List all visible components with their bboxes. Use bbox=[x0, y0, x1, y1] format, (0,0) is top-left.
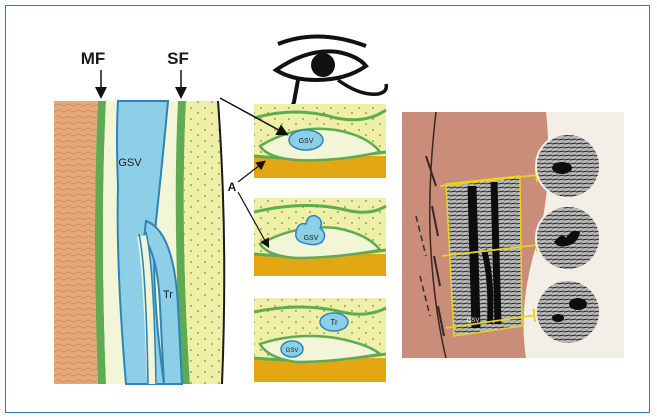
cross-section-panel-1: GSV bbox=[254, 104, 386, 178]
figure-canvas: GSV Tr MF SF GSV GSV bbox=[6, 6, 651, 414]
transverse-scan-1 bbox=[536, 134, 600, 198]
cross-section-panel-3: Tr GSV bbox=[254, 298, 386, 382]
panel3-tr-label: Tr bbox=[330, 318, 338, 327]
tr-label: Tr bbox=[163, 289, 173, 301]
mf-label: MF bbox=[81, 49, 106, 68]
cross-section-panel-2: GSV bbox=[254, 198, 386, 276]
subcutaneous-fat bbox=[184, 101, 225, 384]
figure-frame: GSV Tr MF SF GSV GSV bbox=[5, 5, 650, 413]
ultrasound-longitudinal: GSV bbox=[446, 176, 522, 336]
leg-photo: GSV bbox=[402, 112, 624, 358]
panel2-gsv-label: GSV bbox=[304, 235, 319, 242]
gsv-label: GSV bbox=[118, 157, 142, 169]
eye-icon bbox=[276, 36, 386, 108]
panel1-gsv-label: GSV bbox=[299, 138, 314, 145]
muscle-layer bbox=[54, 101, 98, 384]
longitudinal-section: GSV Tr MF SF bbox=[54, 49, 224, 384]
panel3-gsv-label: GSV bbox=[286, 348, 299, 354]
a-label: A bbox=[228, 180, 237, 194]
transverse-scan-3 bbox=[536, 280, 600, 344]
transverse-scan-2 bbox=[536, 206, 600, 270]
sf-label: SF bbox=[167, 49, 189, 68]
